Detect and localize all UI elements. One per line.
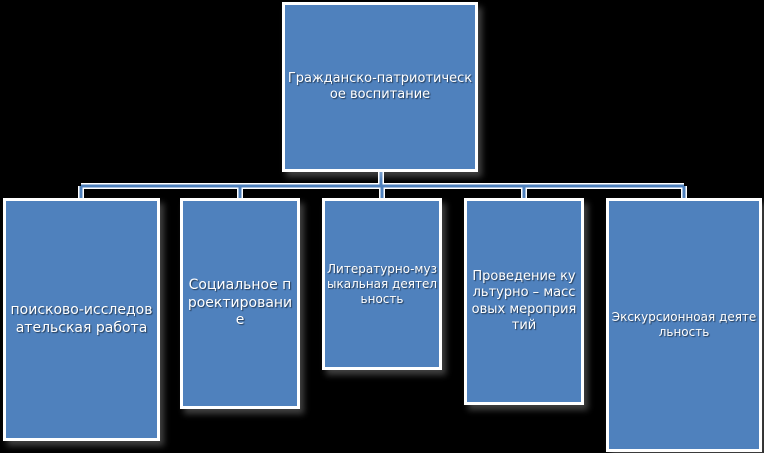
child-node-label: Экскурсионноая деятельность: [611, 310, 757, 339]
root-node: Гражданско-патриотическое воспитание: [282, 2, 478, 172]
child-node-search-research: поисково-исследовательская работа: [3, 198, 160, 441]
child-node-label: поисково-исследовательская работа: [10, 302, 153, 336]
root-node-label: Гражданско-патриотическое воспитание: [287, 70, 473, 102]
child-node-label: Проведение культурно – массовых мероприя…: [471, 269, 577, 333]
child-node-label: Социальное проектирование: [187, 277, 293, 329]
child-node-social-design: Социальное проектирование: [180, 198, 300, 409]
child-node-literary-musical: Литературно-музыкальная деятельность: [322, 198, 442, 370]
child-node-cultural-events: Проведение культурно – массовых мероприя…: [464, 198, 584, 405]
child-node-excursions: Экскурсионноая деятельность: [606, 198, 762, 452]
child-node-label: Литературно-музыкальная деятельность: [327, 261, 437, 306]
